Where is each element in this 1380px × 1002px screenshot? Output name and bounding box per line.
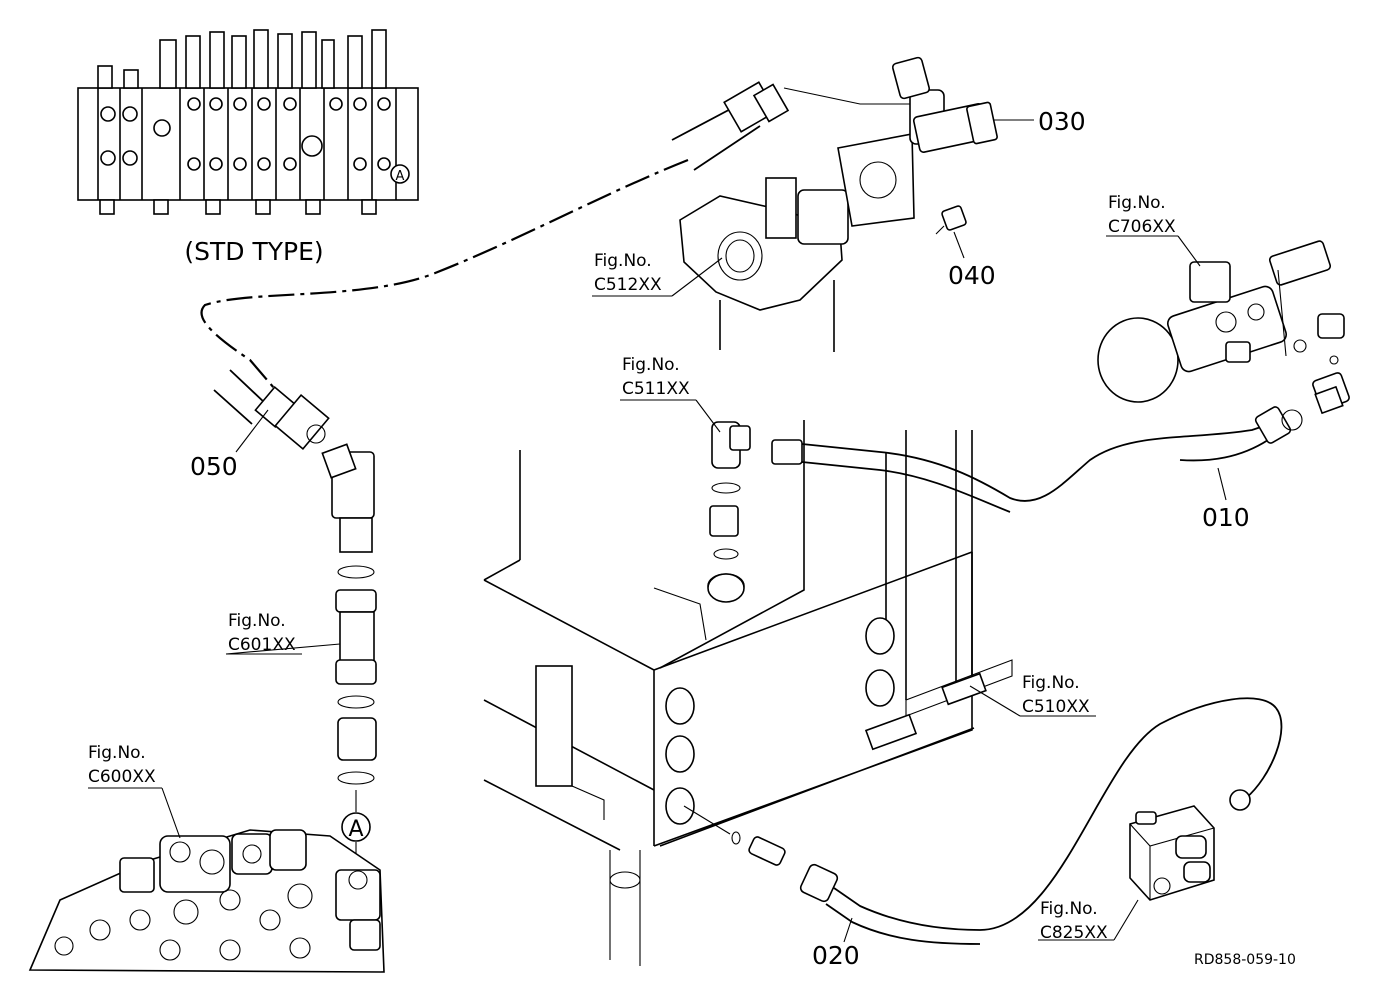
drawing-code: RD858-059-10	[1194, 952, 1296, 968]
hose-020	[683, 697, 1283, 945]
plug-040	[935, 205, 967, 235]
fig-c512-prefix: Fig.No.	[594, 251, 652, 271]
pipe-030	[783, 56, 998, 227]
leader-010	[1217, 467, 1227, 501]
elbow-fitting-c511	[707, 421, 751, 603]
control-valve-std-type: A	[77, 29, 419, 215]
part-020-label: 020	[812, 941, 860, 970]
part-050-label: 050	[190, 452, 238, 481]
fig-c512-code: C512XX	[594, 275, 662, 295]
marker-a-small-icon	[390, 164, 410, 184]
leader-050	[235, 409, 269, 453]
part-010-label: 010	[1202, 503, 1250, 532]
fig-c825-code: C825XX	[1040, 923, 1108, 943]
leader-c601	[225, 643, 341, 655]
fig-c706-prefix: Fig.No.	[1108, 193, 1166, 213]
main-valve-block	[28, 829, 385, 973]
leader-020	[843, 917, 853, 943]
hose-050	[200, 81, 790, 451]
leader-040	[953, 231, 965, 259]
part-030-label: 030	[1038, 107, 1086, 136]
filter-head	[679, 177, 849, 352]
fig-c706-code: C706XX	[1108, 217, 1176, 237]
fig-c601-prefix: Fig.No.	[228, 611, 286, 631]
fig-c601-code: C601XX	[228, 635, 296, 655]
fig-c510-prefix: Fig.No.	[1022, 673, 1080, 693]
part-040-label: 040	[948, 261, 996, 290]
valve-block-c825	[1129, 805, 1215, 901]
hose-010	[771, 372, 1350, 513]
fig-c510-code: C510XX	[1022, 697, 1090, 717]
accumulator-valve	[1097, 240, 1345, 403]
std-type-label: (STD TYPE)	[184, 237, 323, 266]
fig-c511-code: C511XX	[622, 379, 690, 399]
hydraulic-tank	[483, 420, 1013, 966]
marker-a: A	[348, 817, 363, 842]
leader-c510	[969, 685, 1021, 717]
marker-a-icon	[341, 812, 371, 842]
fig-c600-prefix: Fig.No.	[88, 743, 146, 763]
adapter-stack	[321, 443, 377, 870]
fig-c825-prefix: Fig.No.	[1040, 899, 1098, 919]
fig-c511-prefix: Fig.No.	[622, 355, 680, 375]
fig-c600-code: C600XX	[88, 767, 156, 787]
marker-a-small: A	[396, 169, 405, 184]
